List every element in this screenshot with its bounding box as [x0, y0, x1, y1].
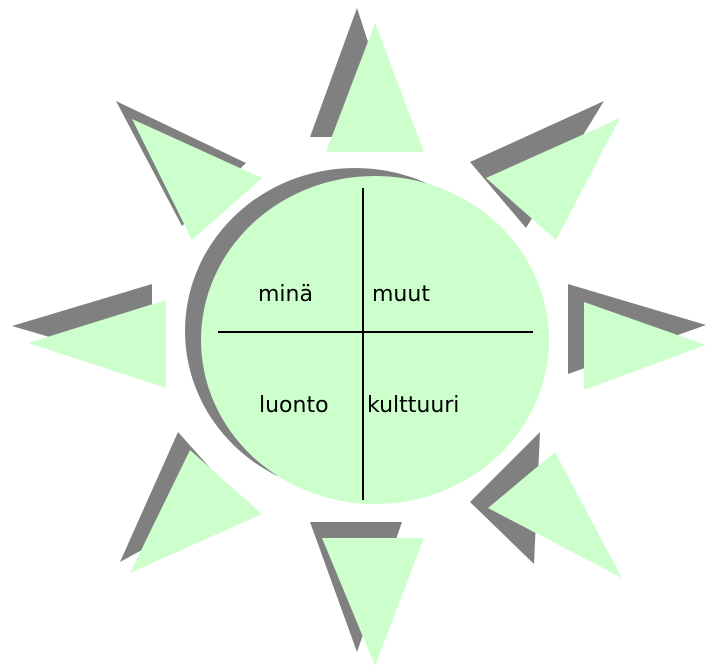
quadrant-label-top-right: muut — [372, 282, 430, 307]
quadrant-label-top-left: minä — [258, 282, 313, 307]
ray-bottom — [322, 538, 424, 666]
quadrant-label-bottom-right: kulttuuri — [367, 393, 459, 418]
quadrant-label-bottom-left: luonto — [259, 393, 329, 418]
center-circle — [201, 176, 549, 504]
